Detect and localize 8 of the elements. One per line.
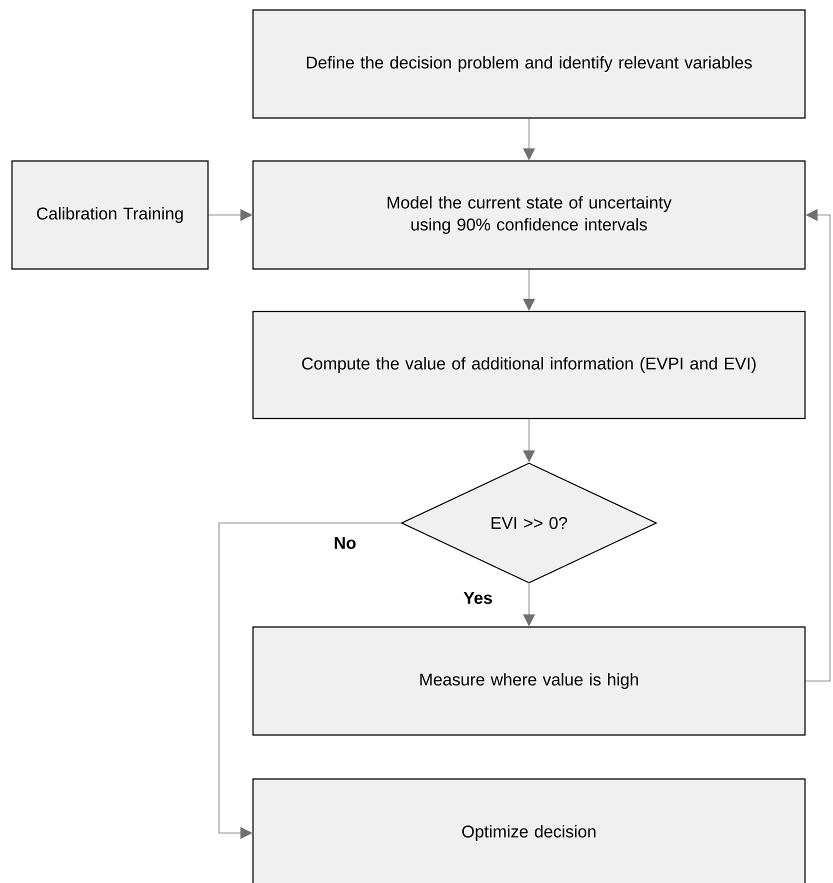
process-box: Measure where value is high	[252, 626, 806, 736]
edge-label: Yes	[462, 591, 494, 605]
edge-label: No	[332, 536, 358, 550]
process-box: Compute the value of additional information (EVPI and EVI)	[252, 310, 806, 420]
process-box: Model the current state of uncertainty using 90% confidence intervals	[252, 160, 806, 270]
process-box: Calibration Training	[11, 160, 209, 270]
process-box: Define the decision problem and identify relevant variables	[252, 9, 806, 119]
process-box: Optimize decision	[252, 778, 806, 883]
